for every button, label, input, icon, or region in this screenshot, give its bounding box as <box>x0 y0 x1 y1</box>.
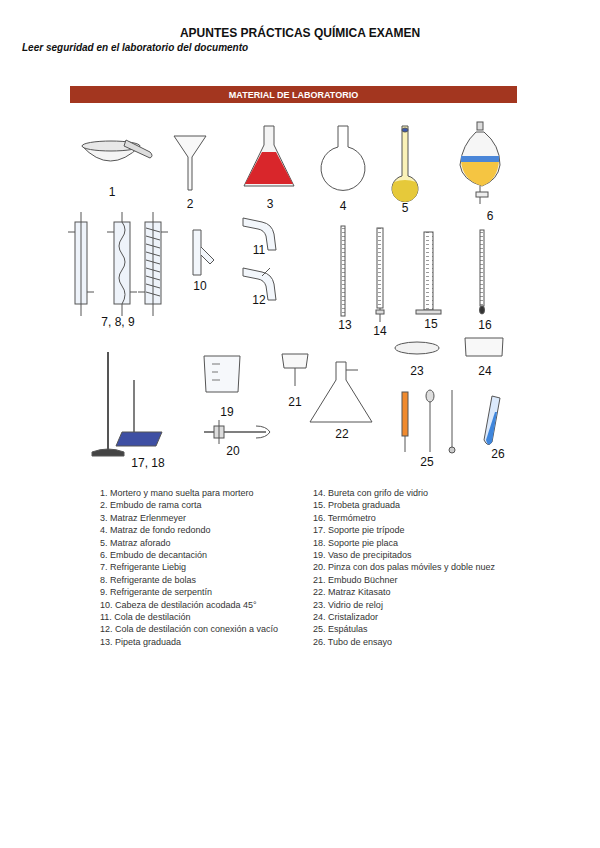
callout-number: 16 <box>478 319 491 332</box>
callout-number: 20 <box>226 445 239 458</box>
condensers <box>68 212 168 316</box>
callout-number: 2 <box>187 198 194 211</box>
callout-number: 1 <box>109 186 116 199</box>
legend-list-item: 22. Matraz Kitasato <box>313 588 391 598</box>
callout-number: 3 <box>267 198 274 211</box>
legend-list-item: 26. Tubo de ensayo <box>313 638 392 648</box>
callout-number: 24 <box>478 365 491 378</box>
callout-number: 22 <box>335 428 348 441</box>
round-bottom-flask <box>321 126 365 190</box>
legend-list-item: 1. Mortero y mano suelta para mortero <box>100 489 254 499</box>
callout-number: 12 <box>252 294 265 307</box>
page-title: APUNTES PRÁCTICAS QUÍMICA EXAMEN <box>0 27 600 40</box>
erlenmeyer-flask <box>244 126 294 186</box>
legend-list-item: 3. Matraz Erlenmeyer <box>100 514 186 524</box>
support-stands <box>92 352 162 456</box>
legend-list-item: 5. Matraz aforado <box>100 539 171 549</box>
callout-number: 5 <box>402 202 409 215</box>
legend-list-item: 18. Soporte pie placa <box>313 539 398 549</box>
graduated-cylinder <box>416 232 441 314</box>
legend-list-item: 24. Cristalizador <box>313 613 378 623</box>
volumetric-flask <box>392 126 418 202</box>
subtitle-note: Leer seguridad en el laboratorio del doc… <box>22 42 248 53</box>
mortar <box>82 140 152 161</box>
kitasato-flask <box>310 362 372 422</box>
legend-list-item: 25. Espátulas <box>313 625 368 635</box>
legend-list-item: 14. Bureta con grifo de vidrio <box>313 489 428 499</box>
callout-number: 6 <box>487 210 494 223</box>
legend-list-item: 4. Matraz de fondo redondo <box>100 526 211 536</box>
legend-list-item: 12. Cola de destilación con conexión a v… <box>100 625 278 635</box>
funnel <box>174 136 206 190</box>
callout-number: 7, 8, 9 <box>101 316 134 329</box>
spatulas <box>402 390 455 453</box>
callout-number: 13 <box>338 319 351 332</box>
legend-list-item: 7. Refrigerante Liebig <box>100 563 186 573</box>
legend-list-item: 8. Refrigerante de bolas <box>100 576 196 586</box>
clamp <box>204 420 270 444</box>
callout-number: 11 <box>253 244 265 257</box>
watch-glass <box>395 342 439 354</box>
buchner-funnel <box>282 354 308 386</box>
legend-list-item: 10. Cabeza de destilación acodada 45° <box>100 601 257 611</box>
section-heading: MATERIAL DE LABORATORIO <box>229 90 358 100</box>
callout-number: 17, 18 <box>131 457 164 470</box>
separatory-funnel <box>460 122 500 204</box>
distillation-head <box>193 230 214 275</box>
crystallizer <box>465 338 503 356</box>
legend-list-item: 13. Pipeta graduada <box>100 638 181 648</box>
callout-number: 15 <box>424 318 437 331</box>
legend-list-item: 11. Cola de destilación <box>100 613 190 623</box>
legend-list-item: 15. Probeta graduada <box>313 501 400 511</box>
callout-number: 10 <box>193 280 206 293</box>
legend-list-item: 16. Termómetro <box>313 514 376 524</box>
burette <box>376 228 384 322</box>
legend-list-item: 6. Embudo de decantación <box>100 551 207 561</box>
beaker <box>204 356 240 392</box>
callout-number: 23 <box>410 365 423 378</box>
legend-list-item: 21. Embudo Büchner <box>313 576 398 586</box>
test-tube <box>484 396 500 445</box>
legend-list-item: 17. Soporte pie trípode <box>313 526 405 536</box>
section-band: MATERIAL DE LABORATORIO <box>70 86 517 103</box>
callout-number: 14 <box>373 325 386 338</box>
legend-list-item: 2. Embudo de rama corta <box>100 501 202 511</box>
legend-list-item: 23. Vidrio de reloj <box>313 601 383 611</box>
callout-number: 26 <box>491 448 504 461</box>
thermometer <box>480 230 485 314</box>
legend-list-item: 20. Pinza con dos palas móviles y doble … <box>313 563 495 573</box>
callout-number: 19 <box>220 406 233 419</box>
callout-number: 4 <box>340 200 347 213</box>
legend-list-item: 9. Refrigerante de serpentín <box>100 588 212 598</box>
pipette <box>341 226 345 316</box>
callout-number: 25 <box>420 456 433 469</box>
callout-number: 21 <box>288 396 301 409</box>
legend-list-item: 19. Vaso de precipitados <box>313 551 411 561</box>
